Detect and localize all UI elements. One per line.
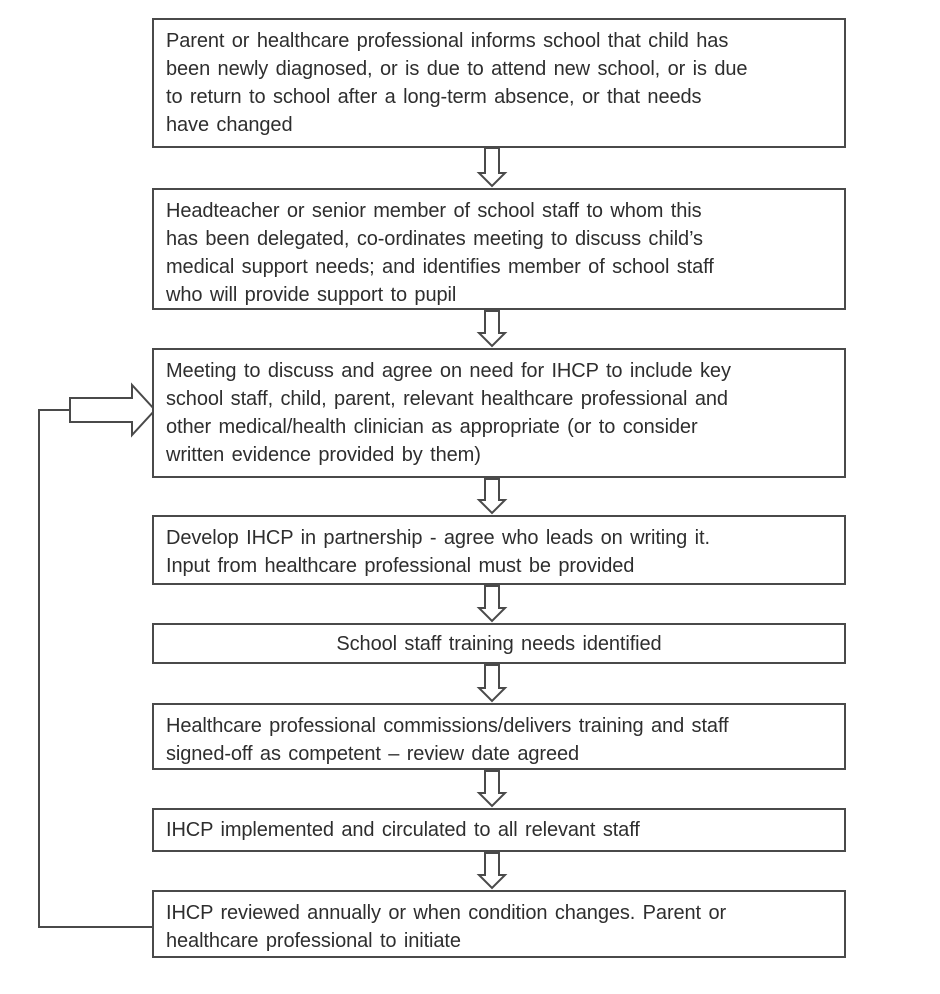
feedback-loop-line [38, 409, 152, 928]
feedback-arrow-right [69, 382, 157, 438]
flow-step-training-needs: School staff training needs identified [152, 623, 846, 664]
flow-step-meeting-discuss: Meeting to discuss and agree on need for… [152, 348, 846, 478]
flow-step-ihcp-implemented-text: IHCP implemented and circulated to all r… [166, 819, 640, 841]
flow-step-headteacher-coordinates-text: Headteacher or senior member of school s… [166, 200, 714, 306]
arrow-down-connector-4 [476, 585, 508, 623]
arrow-down-connector-1 [476, 147, 508, 188]
arrow-down-connector-7 [476, 852, 508, 890]
flow-step-ihcp-reviewed: IHCP reviewed annually or when condition… [152, 890, 846, 958]
flow-step-commission-training: Healthcare professional commissions/deli… [152, 703, 846, 770]
flow-step-inform-school-text: Parent or healthcare professional inform… [166, 30, 748, 136]
flow-step-ihcp-reviewed-text: IHCP reviewed annually or when condition… [166, 902, 727, 952]
arrow-down-connector-3 [476, 478, 508, 515]
arrow-down-connector-6 [476, 770, 508, 808]
flow-step-develop-ihcp: Develop IHCP in partnership - agree who … [152, 515, 846, 585]
arrow-down-connector-2 [476, 310, 508, 348]
flow-step-develop-ihcp-text: Develop IHCP in partnership - agree who … [166, 527, 710, 577]
flow-step-commission-training-text: Healthcare professional commissions/deli… [166, 715, 729, 765]
flow-step-ihcp-implemented: IHCP implemented and circulated to all r… [152, 808, 846, 852]
flow-step-inform-school: Parent or healthcare professional inform… [152, 18, 846, 148]
flow-step-meeting-discuss-text: Meeting to discuss and agree on need for… [166, 360, 731, 466]
flow-step-training-needs-text: School staff training needs identified [336, 632, 662, 655]
flow-step-headteacher-coordinates: Headteacher or senior member of school s… [152, 188, 846, 310]
arrow-down-connector-5 [476, 664, 508, 703]
